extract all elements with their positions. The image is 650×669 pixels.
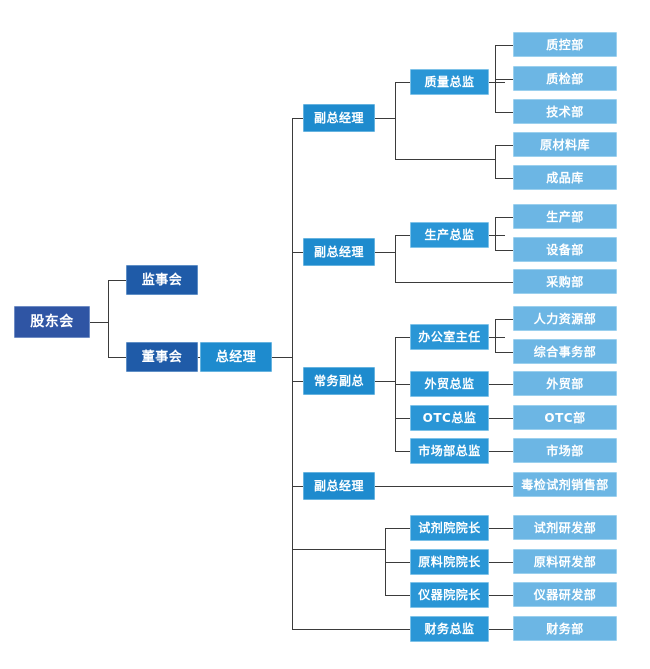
- connector-quality-to-qc: [495, 45, 515, 46]
- node-qc-dept[interactable]: 质控部: [513, 32, 617, 57]
- connector-gm-to-deputy1: [292, 118, 305, 119]
- connector-prod-to-production: [495, 217, 515, 218]
- connector-prod-out: [489, 235, 505, 236]
- connector-exec-to-market: [395, 451, 413, 452]
- connector-gm-to-research: [292, 549, 385, 550]
- node-general-manager[interactable]: 总经理: [200, 342, 272, 372]
- node-deputy-gm-3[interactable]: 副总经理: [303, 472, 375, 500]
- node-board[interactable]: 董事会: [126, 342, 198, 372]
- connector-office-out: [489, 337, 505, 338]
- connector-deputy1-spine: [395, 82, 396, 159]
- connector-deputy2-spine: [395, 235, 396, 282]
- node-finance-director[interactable]: 财务总监: [410, 616, 489, 642]
- connector-research-spine: [385, 528, 386, 595]
- node-production-dir[interactable]: 生产总监: [410, 222, 489, 248]
- connector-research-to-material: [385, 562, 412, 563]
- node-material-rd[interactable]: 原料研发部: [513, 549, 617, 574]
- connector-deputy1-out: [375, 118, 395, 119]
- node-purchasing-dept[interactable]: 采购部: [513, 269, 617, 294]
- node-reagent-dean[interactable]: 试剂院院长: [410, 515, 489, 541]
- node-tech-dept[interactable]: 技术部: [513, 99, 617, 124]
- node-material-dean[interactable]: 原料院院长: [410, 549, 489, 575]
- node-trade-dept[interactable]: 外贸部: [513, 371, 617, 396]
- node-qa-dept[interactable]: 质检部: [513, 66, 617, 91]
- connector-deputy1-to-stores: [395, 159, 495, 160]
- connector-quality-to-qa: [495, 79, 515, 80]
- connector-gm-to-exec: [292, 381, 305, 382]
- connector-finance-link: [489, 629, 515, 630]
- node-instrument-rd[interactable]: 仪器研发部: [513, 582, 617, 607]
- node-supervisory[interactable]: 监事会: [126, 265, 198, 295]
- node-otc-director[interactable]: OTC总监: [410, 405, 489, 431]
- connector-office-to-hr: [495, 319, 515, 320]
- connector-deputy3-out: [375, 486, 515, 487]
- connector-instrument-link: [489, 595, 515, 596]
- node-trade-director[interactable]: 外贸总监: [410, 371, 489, 397]
- node-shareholders[interactable]: 股东会: [14, 306, 90, 338]
- connector-stores-to-finished: [495, 178, 515, 179]
- node-finished-warehouse[interactable]: 成品库: [513, 165, 617, 190]
- node-raw-warehouse[interactable]: 原材料库: [513, 132, 617, 157]
- connector-office-to-affairs: [495, 352, 515, 353]
- connector-prod-spine: [495, 217, 496, 250]
- connector-gm-spine-low: [292, 486, 293, 629]
- node-market-director[interactable]: 市场部总监: [410, 438, 489, 464]
- connector-deputy2-to-prod: [395, 235, 413, 236]
- node-general-affairs[interactable]: 综合事务部: [513, 339, 617, 364]
- connector-gm-to-finance: [292, 629, 413, 630]
- connector-gm-out: [272, 357, 292, 358]
- connector-stores-spine: [495, 145, 496, 178]
- connector-exec-to-office: [395, 337, 413, 338]
- connector-reagent-link: [489, 528, 515, 529]
- connector-gm-spine: [292, 118, 293, 486]
- connector-office-spine: [495, 319, 496, 352]
- connector-material-link: [489, 562, 515, 563]
- node-instrument-dean[interactable]: 仪器院院长: [410, 582, 489, 608]
- connector-quality-spine: [495, 45, 496, 112]
- connector-otc-link: [489, 418, 515, 419]
- node-otc-dept[interactable]: OTC部: [513, 405, 617, 430]
- node-tox-sales-dept[interactable]: 毒检试剂销售部: [513, 472, 617, 497]
- connector-shareholders-stub: [90, 322, 108, 323]
- node-production-dept[interactable]: 生产部: [513, 204, 617, 229]
- connector-gm-to-deputy2: [292, 252, 305, 253]
- node-exec-deputy-gm[interactable]: 常务副总: [303, 367, 375, 395]
- node-quality-director[interactable]: 质量总监: [410, 69, 489, 95]
- connector-deputy1-to-quality: [395, 82, 413, 83]
- connector-trade-link: [489, 384, 515, 385]
- connector-exec-spine: [395, 337, 396, 451]
- connector-quality-out: [489, 82, 505, 83]
- connector-deputy2-out: [375, 252, 395, 253]
- connector-research-to-instr: [385, 595, 412, 596]
- connector-exec-to-trade: [395, 384, 413, 385]
- node-hr-dept[interactable]: 人力资源部: [513, 306, 617, 331]
- connector-deputy2-to-purch: [395, 282, 515, 283]
- connector-board-in: [108, 357, 126, 358]
- node-office-director[interactable]: 办公室主任: [410, 324, 489, 350]
- node-market-dept[interactable]: 市场部: [513, 438, 617, 463]
- connector-exec-out: [375, 381, 395, 382]
- connector-supervisory-in: [108, 280, 126, 281]
- connector-market-link: [489, 451, 515, 452]
- connector-stores-to-raw: [495, 145, 515, 146]
- node-finance-dept[interactable]: 财务部: [513, 616, 617, 641]
- connector-quality-to-tech: [495, 112, 515, 113]
- connector-exec-to-otc: [395, 418, 413, 419]
- connector-research-to-reagent: [385, 528, 412, 529]
- node-deputy-gm-1[interactable]: 副总经理: [303, 104, 375, 132]
- node-equipment-dept[interactable]: 设备部: [513, 237, 617, 262]
- connector-shareholders-spine: [108, 280, 109, 357]
- connector-prod-to-equipment: [495, 250, 515, 251]
- node-deputy-gm-2[interactable]: 副总经理: [303, 238, 375, 266]
- connector-gm-to-deputy3: [292, 486, 305, 487]
- node-reagent-rd[interactable]: 试剂研发部: [513, 515, 617, 540]
